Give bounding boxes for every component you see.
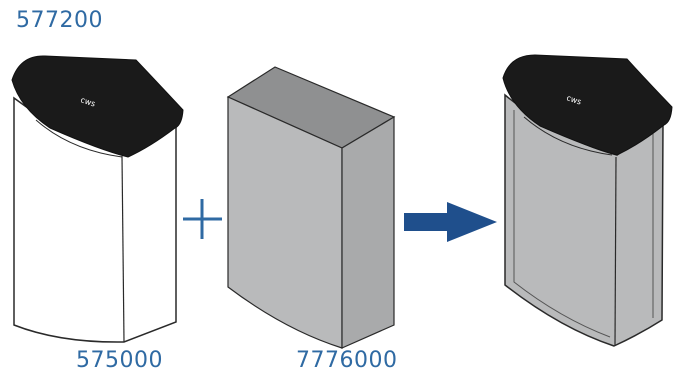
left-dispenser: cws xyxy=(11,55,184,343)
right-arrow-icon xyxy=(404,202,497,242)
top-product-code: 577200 xyxy=(16,8,103,33)
left-logo: cws xyxy=(79,95,96,108)
gray-cover xyxy=(226,66,396,349)
combined-dispenser-lid xyxy=(502,54,673,156)
middle-product-code: 7776000 xyxy=(296,348,398,373)
left-product-code: 575000 xyxy=(76,348,163,373)
plus-icon xyxy=(183,199,222,239)
right-logo: cws xyxy=(565,93,582,106)
left-dispenser-lid xyxy=(11,55,184,158)
gray-cover-side xyxy=(341,115,395,349)
combined-dispenser: cws xyxy=(502,54,673,347)
